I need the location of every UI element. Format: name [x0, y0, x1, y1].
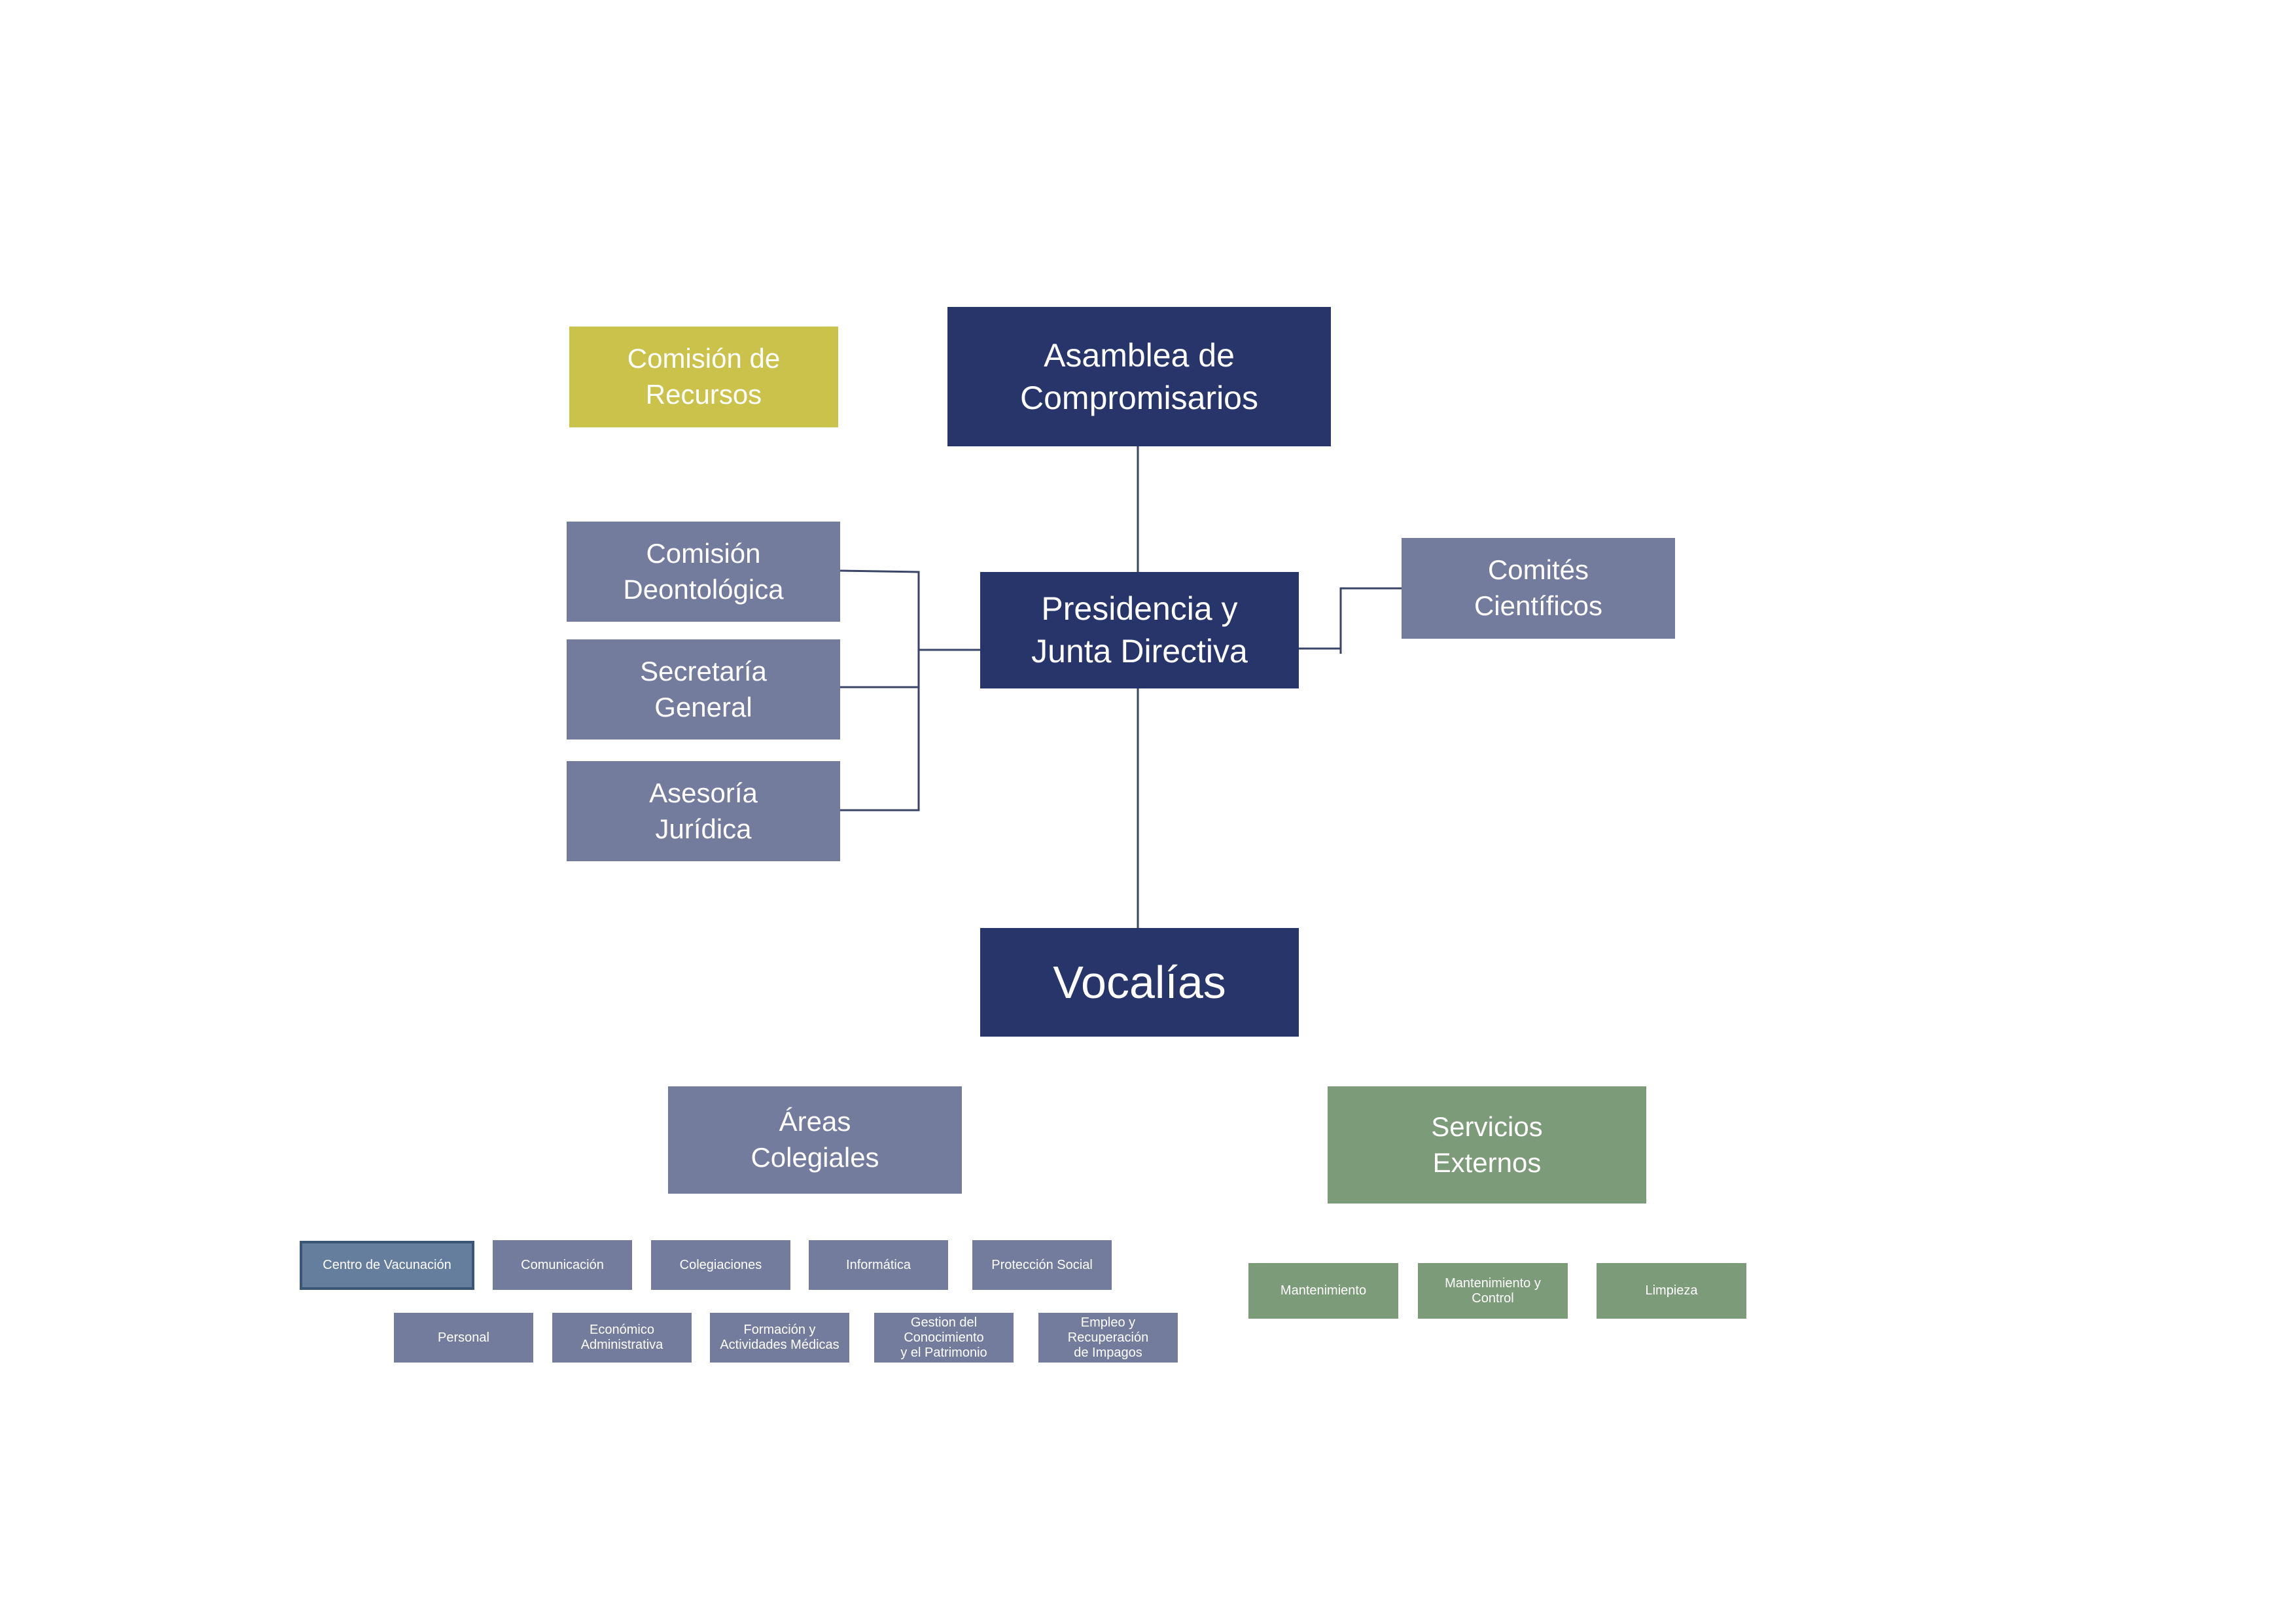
area-item-colegiaciones: Colegiaciones	[651, 1240, 790, 1290]
asamblea-label: Asamblea de Compromisarios	[1020, 336, 1258, 416]
area-item-label: Comunicación	[521, 1257, 604, 1272]
secretaria-general-box: Secretaría General	[567, 639, 840, 740]
area-item-economico-administrativa: Económico Administrativa	[552, 1313, 692, 1363]
asesoria-juridica-box: Asesoría Jurídica	[567, 761, 840, 861]
secretaria-general-label: Secretaría General	[640, 655, 767, 722]
servicio-item-mantenimiento: Mantenimiento	[1248, 1263, 1398, 1319]
asesoria-juridica-label: Asesoría Jurídica	[649, 777, 758, 844]
vocalias-box: Vocalías	[980, 928, 1299, 1037]
area-item-label: Centro de Vacunación	[323, 1258, 451, 1272]
area-item-personal: Personal	[394, 1313, 533, 1363]
presidencia-label: Presidencia y Junta Directiva	[1031, 590, 1248, 669]
area-item-label: Informática	[846, 1257, 911, 1272]
area-item-formacion: Formación y Actividades Médicas	[710, 1313, 849, 1363]
vocalias-label: Vocalías	[1053, 956, 1226, 1008]
area-item-label: Gestion del Conocimiento y el Patrimonio	[900, 1315, 987, 1360]
asamblea-box: Asamblea de Compromisarios	[947, 307, 1331, 446]
areas-colegiales-label: Áreas Colegiales	[751, 1106, 879, 1173]
connector-left-bracket	[839, 569, 920, 812]
servicio-item-label: Limpieza	[1645, 1283, 1698, 1298]
area-item-label: Formación y Actividades Médicas	[720, 1323, 839, 1352]
area-item-comunicacion: Comunicación	[493, 1240, 632, 1290]
connector-right	[1298, 587, 1402, 650]
servicio-item-limpieza: Limpieza	[1597, 1263, 1746, 1319]
area-item-label: Económico Administrativa	[580, 1323, 663, 1352]
comites-cientificos-label: Comités Científicos	[1474, 554, 1603, 621]
area-item-centro-vacunacion: Centro de Vacunación	[300, 1241, 474, 1290]
area-item-proteccion-social: Protección Social	[972, 1240, 1112, 1290]
area-item-label: Protección Social	[991, 1257, 1093, 1272]
presidencia-box: Presidencia y Junta Directiva	[980, 572, 1299, 688]
comision-deontologica-label: Comisión Deontológica	[623, 537, 784, 605]
servicios-externos-label: Servicios Externos	[1431, 1111, 1543, 1178]
comision-deontologica-box: Comisión Deontológica	[567, 522, 840, 622]
servicio-item-label: Mantenimiento	[1280, 1283, 1367, 1298]
servicio-item-mantenimiento-control: Mantenimiento y Control	[1418, 1263, 1568, 1319]
comision-recursos-box: Comisión de Recursos	[569, 327, 838, 427]
area-item-informatica: Informática	[809, 1240, 948, 1290]
servicio-item-label: Mantenimiento y Control	[1445, 1275, 1541, 1306]
area-item-gestion-conocimiento: Gestion del Conocimiento y el Patrimonio	[874, 1313, 1014, 1363]
area-item-label: Colegiaciones	[679, 1257, 762, 1272]
comites-cientificos-box: Comités Científicos	[1402, 538, 1675, 639]
areas-colegiales-box: Áreas Colegiales	[668, 1086, 962, 1194]
servicios-externos-box: Servicios Externos	[1328, 1086, 1646, 1204]
area-item-empleo: Empleo y Recuperación de Impagos	[1038, 1313, 1178, 1363]
area-item-label: Personal	[438, 1330, 489, 1345]
area-item-label: Empleo y Recuperación de Impagos	[1067, 1315, 1149, 1360]
comision-recursos-label: Comisión de Recursos	[627, 343, 781, 410]
